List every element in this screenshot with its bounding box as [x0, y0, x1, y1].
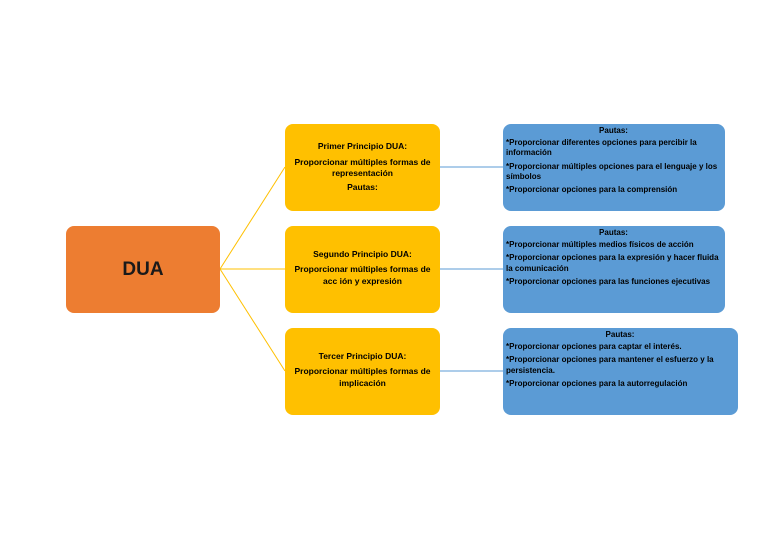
connector-root-principle-1 [219, 166, 286, 270]
principle-3-description: Proporcionar múltiples formas de implica… [294, 366, 431, 388]
guideline-3-1: *Proporcionar opciones para captar el in… [506, 342, 682, 352]
root-label: DUA [122, 258, 164, 280]
principle-1-title: Primer Principio DUA: [317, 141, 408, 152]
principle-2-description: Proporcionar múltiples formas de acc ión… [294, 264, 431, 286]
guideline-1-2: *Proporcionar múltiples opciones para el… [506, 161, 718, 181]
principle-2-node: Segundo Principio DUA: Proporcionar múlt… [285, 226, 440, 313]
guidelines-1-title: Pautas: [599, 126, 628, 135]
guideline-2-3: *Proporcionar opciones para las funcione… [506, 276, 711, 286]
guidelines-3-title: Pautas: [605, 330, 635, 339]
guidelines-3-node: Pautas: *Proporcionar opciones para capt… [503, 328, 738, 415]
root-node-dua: DUA [66, 226, 220, 313]
principle-2-title: Segundo Principio DUA: [313, 248, 412, 259]
guideline-1-3: *Proporcionar opciones para la comprensi… [506, 185, 678, 195]
guideline-1-1: *Proporcionar diferentes opciones para p… [506, 138, 697, 158]
guidelines-2-node: Pautas: *Proporcionar múltiples medios f… [503, 226, 725, 313]
guideline-3-3: *Proporcionar opciones para la autorregu… [506, 378, 688, 388]
guideline-2-1: *Proporcionar múltiples medios físicos d… [506, 240, 694, 250]
guideline-2-2: *Proporcionar opciones para la expresión… [506, 253, 719, 273]
guideline-3-2: *Proporcionar opciones para mantener el … [506, 355, 714, 375]
principle-1-description: Proporcionar múltiples formas de represe… [294, 156, 431, 178]
connector-root-principle-3 [219, 268, 286, 372]
principle-3-title: Tercer Principio DUA: [318, 350, 407, 361]
guidelines-1-node: Pautas: *Proporcionar diferentes opcione… [503, 124, 725, 211]
principle-1-pautas-label: Pautas: [347, 182, 378, 193]
guidelines-2-title: Pautas: [599, 228, 628, 237]
principle-1-node: Primer Principio DUA: Proporcionar múlti… [285, 124, 440, 211]
principle-3-node: Tercer Principio DUA: Proporcionar múlti… [285, 328, 440, 415]
